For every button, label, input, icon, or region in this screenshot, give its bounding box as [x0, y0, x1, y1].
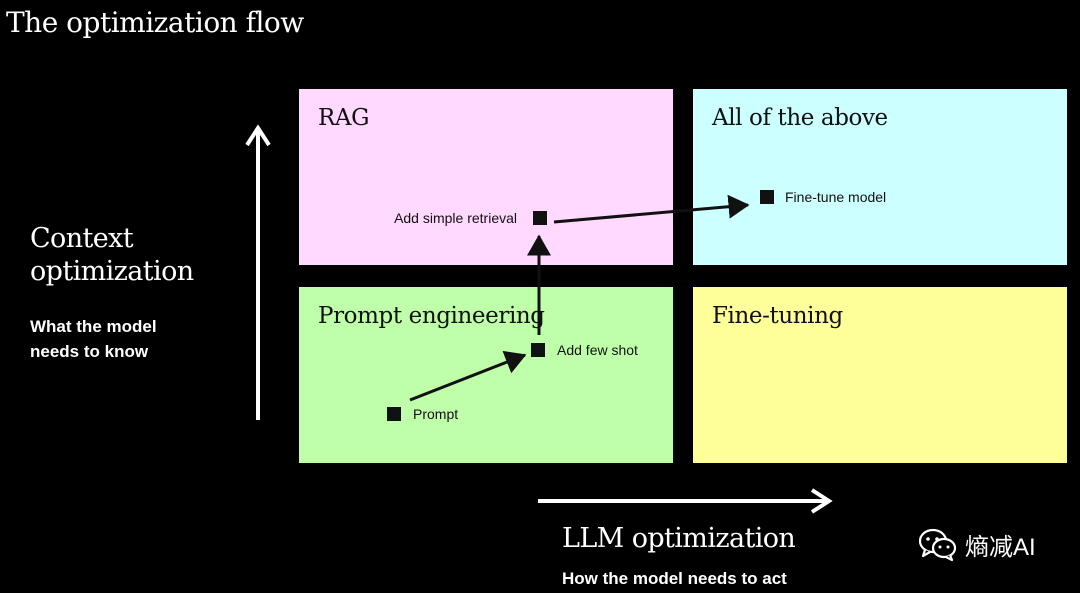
quadrant-rag: RAG — [299, 89, 673, 265]
step-retrieval-label: Add simple retrieval — [394, 210, 517, 226]
step-marker — [760, 190, 774, 204]
watermark-text: 熵减AI — [965, 534, 1036, 561]
y-axis-subtitle: What the model needs to know — [30, 317, 157, 361]
x-axis-arrowhead — [810, 488, 833, 514]
quadrant-all-title: All of the above — [712, 105, 888, 131]
quadrant-fine-tuning: Fine-tuning — [693, 287, 1067, 463]
step-few-shot: Add few shot — [531, 342, 638, 358]
step-prompt-label: Prompt — [413, 406, 459, 422]
flow-arrow-prompt-to-few-shot — [409, 350, 527, 402]
step-marker — [531, 343, 545, 357]
step-simple-retrieval: Add simple retrieval — [394, 210, 547, 226]
step-fine-tune-label: Fine-tune model — [785, 189, 887, 205]
step-few-shot-label: Add few shot — [557, 342, 638, 358]
flow-arrow-retrieval-to-fine-tune — [553, 194, 750, 224]
step-fine-tune-model: Fine-tune model — [760, 189, 886, 205]
quadrant-prompt-title: Prompt engineering — [318, 303, 545, 329]
step-prompt: Prompt — [387, 406, 458, 422]
quadrant-fine-tuning-title: Fine-tuning — [712, 303, 843, 329]
quadrant-prompt-engineering: Prompt engineering — [299, 287, 673, 463]
wechat-icon — [918, 528, 957, 561]
quadrant-rag-title: RAG — [318, 105, 370, 131]
x-axis-subtitle: How the model needs to act — [562, 569, 787, 588]
y-axis-arrowhead — [245, 124, 271, 147]
page-title: The optimization flow — [6, 6, 304, 39]
watermark: 熵减AI — [918, 527, 1036, 562]
y-axis-title: Context optimization — [30, 223, 194, 287]
step-marker — [533, 211, 547, 225]
step-marker — [387, 407, 401, 421]
x-axis-title: LLM optimization — [562, 523, 796, 554]
quadrant-all-of-the-above: All of the above — [693, 89, 1067, 265]
